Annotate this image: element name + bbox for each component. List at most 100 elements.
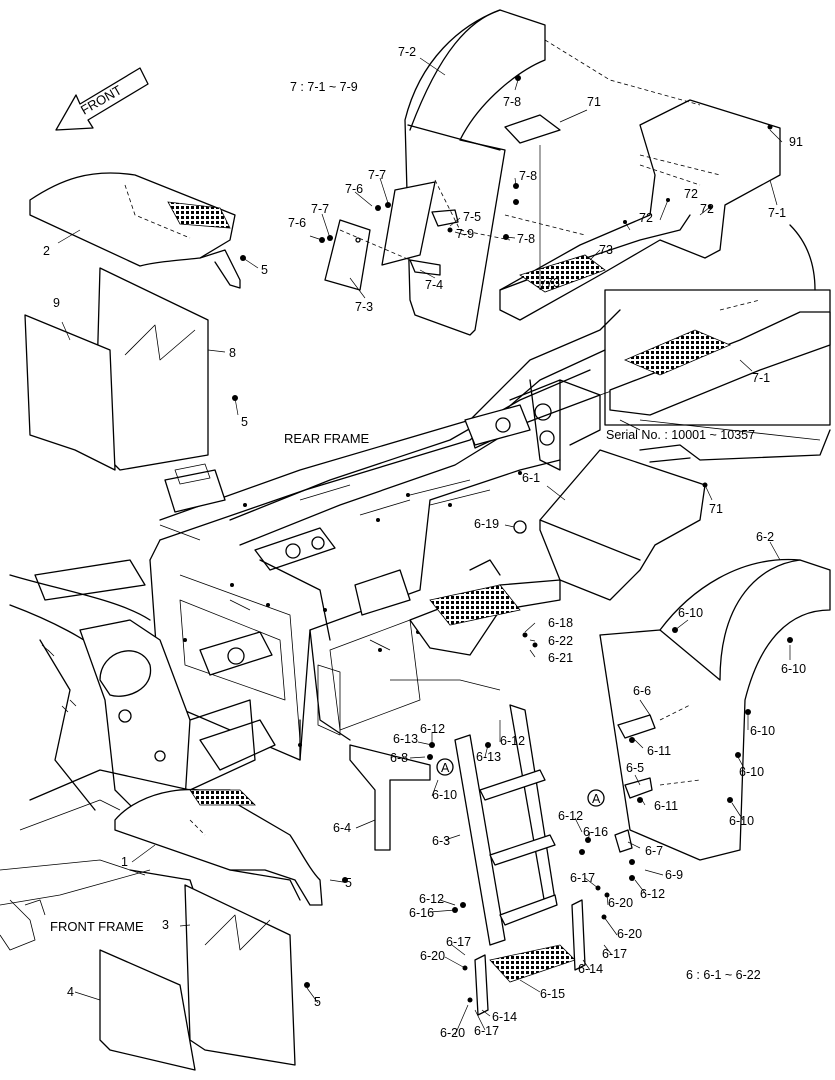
callout: 6-14 (578, 962, 603, 976)
callout: 6-3 (432, 834, 450, 848)
callout: 7-8 (519, 169, 537, 183)
callout: 6-9 (665, 868, 683, 882)
callout: 72 (700, 202, 714, 216)
callout: 6-19 (474, 517, 499, 531)
mud-guard-3 (184, 884, 296, 1066)
callout: 6-10 (432, 788, 457, 802)
callout: 6-12 (500, 734, 525, 748)
callout: 6-1 (522, 471, 540, 485)
group7-note: 7 : 7-1 ~ 7-9 (290, 80, 358, 94)
callout: 71 (587, 95, 601, 109)
callout: 7-5 (463, 210, 481, 224)
callout: 5 (261, 263, 268, 277)
reference-a-right-label: A (592, 792, 601, 806)
callout: 6-12 (640, 887, 665, 901)
callout: 6-10 (750, 724, 775, 738)
callout: 7-2 (398, 45, 416, 59)
callout: 6-20 (440, 1026, 465, 1040)
callout: 6-16 (409, 906, 434, 920)
callout: 7-4 (425, 278, 443, 292)
callout: 1 (121, 855, 128, 869)
callout: 6-5 (626, 761, 644, 775)
rear-frame: REAR FRAME (34, 309, 831, 761)
serial-inset: Serial No. : 10001 ~ 10357 (604, 224, 831, 442)
callout-labels: 7-2 7-8 71 91 7-1 72 72 72 73 73 7-7 7-6… (43, 45, 806, 1040)
fender-7-1 (499, 99, 781, 321)
callout: 5 (241, 415, 248, 429)
plate-6-14 (474, 899, 586, 1016)
callout: 6-11 (647, 744, 671, 758)
fender-7-2 (404, 9, 546, 336)
front-frame-label: FRONT FRAME (50, 919, 144, 934)
callout: 6-17 (474, 1024, 499, 1038)
fender-1 (114, 788, 323, 906)
reference-a-left: A (436, 758, 454, 776)
callout: 73 (546, 276, 560, 290)
mud-flap-9 (24, 314, 116, 471)
callout: 6-21 (548, 651, 573, 665)
step-6-15 (489, 944, 576, 983)
callout: 9 (53, 296, 60, 310)
callout: 6-17 (446, 935, 471, 949)
callout: 6-16 (583, 825, 608, 839)
callout: 6-10 (739, 765, 764, 779)
callout: 6-6 (633, 684, 651, 698)
callout: 6-2 (756, 530, 774, 544)
clip-6-7 (614, 829, 633, 853)
callout: 8 (229, 346, 236, 360)
callout: 6-10 (729, 814, 754, 828)
callout: 4 (67, 985, 74, 999)
callout: 6-12 (419, 892, 444, 906)
clip-6-6 (617, 714, 656, 739)
callout: 71 (709, 502, 723, 516)
callout: 7-9 (456, 227, 474, 241)
callout: 72 (684, 187, 698, 201)
callout: 6-13 (393, 732, 418, 746)
clip-6-5 (624, 777, 653, 799)
callout: 6-13 (476, 750, 501, 764)
clip-7-5 (431, 209, 459, 227)
ladder-6-3 (454, 704, 558, 946)
callout: 7-1 (752, 371, 770, 385)
callout: 7-6 (288, 216, 306, 230)
callout: 6-8 (390, 751, 408, 765)
bracket-7-3 (324, 219, 371, 291)
callout: 6-20 (617, 927, 642, 941)
callout: 72 (639, 211, 653, 225)
callout: 7-6 (345, 182, 363, 196)
callout: 3 (162, 918, 169, 932)
callout: 6-12 (420, 722, 445, 736)
callout: 6-18 (548, 616, 573, 630)
bracket-6-4 (349, 744, 431, 851)
callout: 7-7 (311, 202, 329, 216)
callout: 6-15 (540, 987, 565, 1001)
rear-frame-label: REAR FRAME (284, 431, 370, 446)
callout: 6-7 (645, 844, 663, 858)
callout: 2 (43, 244, 50, 258)
leader-lines (57, 57, 791, 1036)
step-6-1 (409, 449, 706, 656)
callout: 6-10 (781, 662, 806, 676)
reference-a-right: A (587, 789, 605, 807)
callout: 6-10 (678, 606, 703, 620)
front-frame: FRONT FRAME (0, 574, 276, 951)
callout: 5 (345, 876, 352, 890)
fender-2 (29, 172, 241, 289)
callout: 7-3 (355, 300, 373, 314)
callout: 6-22 (548, 634, 573, 648)
callout: 6-12 (558, 809, 583, 823)
callout: 6-20 (420, 949, 445, 963)
front-direction-arrow: FRONT (55, 67, 149, 131)
assembly-lines (339, 39, 701, 786)
reference-a-left-label: A (441, 761, 450, 775)
callout: 5 (314, 995, 321, 1009)
label-71 (504, 114, 561, 144)
callout: 6-17 (570, 871, 595, 885)
callout: 7-7 (368, 168, 386, 182)
callout: 6-11 (654, 799, 678, 813)
callout: 7-8 (517, 232, 535, 246)
callout: 91 (789, 135, 803, 149)
callout: 6-20 (608, 896, 633, 910)
fender-6-2 (599, 558, 831, 861)
